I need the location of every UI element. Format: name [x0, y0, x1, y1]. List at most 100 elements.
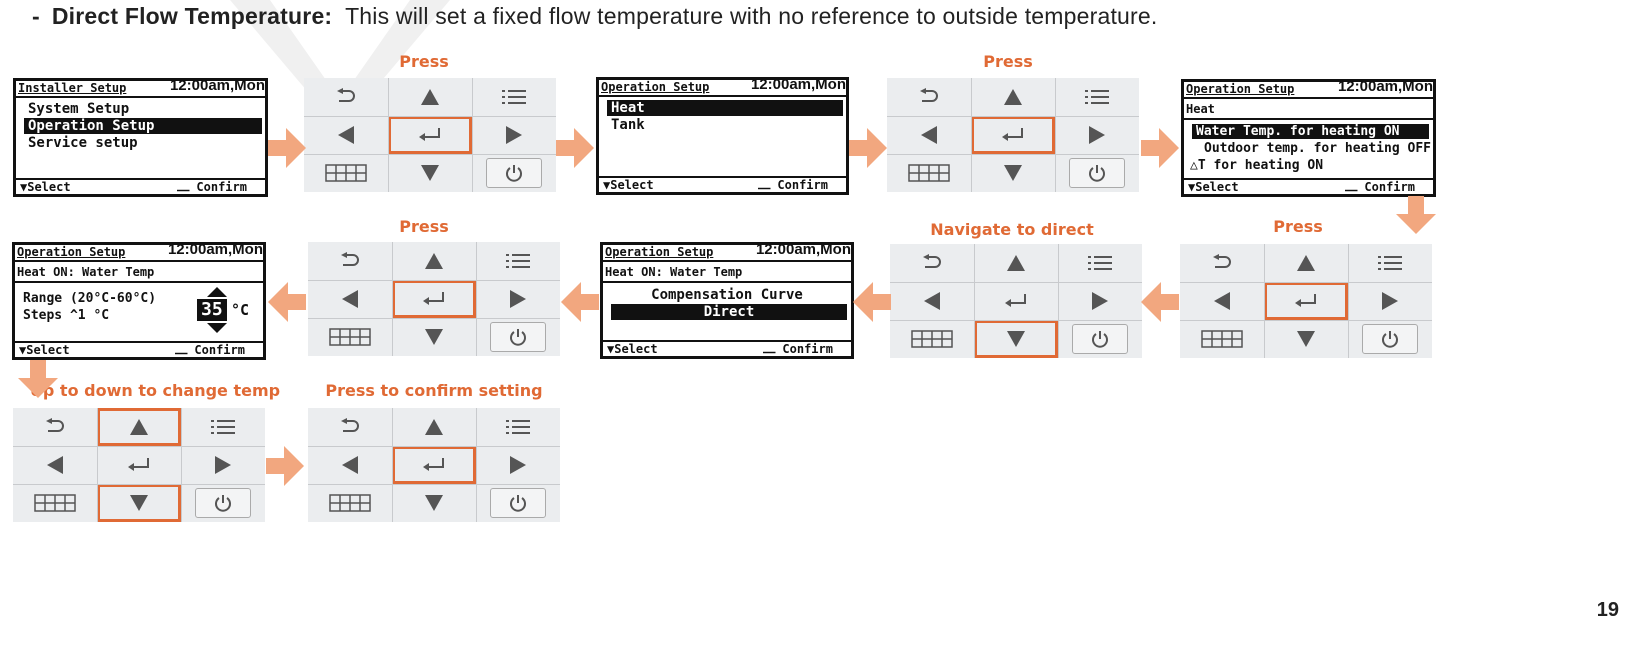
left-key[interactable]: [308, 280, 392, 318]
enter-key[interactable]: [971, 116, 1055, 154]
right-key[interactable]: [181, 446, 265, 484]
footer-select: ▼Select: [19, 343, 70, 357]
grid-key[interactable]: [13, 484, 97, 522]
back-key[interactable]: [887, 78, 971, 116]
up-key[interactable]: [97, 408, 181, 446]
menu-icon: [1378, 255, 1402, 271]
left-key[interactable]: [308, 446, 392, 484]
up-key[interactable]: [392, 242, 476, 280]
left-icon: [47, 456, 63, 474]
grid-key[interactable]: [308, 484, 392, 522]
back-key[interactable]: [304, 78, 388, 116]
power-key[interactable]: [1055, 154, 1139, 192]
power-key[interactable]: [476, 318, 560, 356]
power-key[interactable]: [476, 484, 560, 522]
label-press-3: Press: [399, 217, 449, 236]
down-key[interactable]: [392, 484, 476, 522]
enter-icon: [1002, 128, 1024, 142]
back-icon: [335, 88, 357, 106]
temperature-unit: °C: [231, 301, 250, 319]
up-icon: [425, 419, 443, 435]
screen-header: Operation Setup: [605, 245, 714, 259]
up-key[interactable]: [392, 408, 476, 446]
menu-key[interactable]: [1055, 78, 1139, 116]
label-press-4: Press: [1273, 217, 1323, 236]
back-icon: [339, 418, 361, 436]
menu-key[interactable]: [181, 408, 265, 446]
right-key[interactable]: [476, 280, 560, 318]
down-key[interactable]: [392, 318, 476, 356]
back-icon: [44, 418, 66, 436]
screen-clock: 12:00am,Mon: [750, 77, 846, 93]
screen-header: Operation Setup: [1186, 82, 1295, 96]
flow-arrow-left: [853, 282, 891, 322]
down-key[interactable]: [974, 320, 1058, 358]
heading-dash: -: [32, 3, 40, 29]
menu-key[interactable]: [476, 408, 560, 446]
right-key[interactable]: [472, 116, 556, 154]
down-key[interactable]: [1264, 320, 1348, 358]
down-key[interactable]: [388, 154, 472, 192]
grid-key[interactable]: [890, 320, 974, 358]
enter-key[interactable]: [392, 446, 476, 484]
right-key[interactable]: [1058, 282, 1142, 320]
menu-key[interactable]: [472, 78, 556, 116]
down-key[interactable]: [97, 484, 181, 522]
left-key[interactable]: [1180, 282, 1264, 320]
range-text: Range (20°C-60°C): [23, 291, 157, 306]
menu-key[interactable]: [1058, 244, 1142, 282]
grid-icon: [325, 164, 367, 182]
up-icon: [1297, 255, 1315, 271]
right-key[interactable]: [1055, 116, 1139, 154]
back-key[interactable]: [13, 408, 97, 446]
screen-header: Operation Setup: [17, 245, 126, 259]
grid-key[interactable]: [1180, 320, 1264, 358]
up-key[interactable]: [974, 244, 1058, 282]
down-key[interactable]: [971, 154, 1055, 192]
up-key[interactable]: [971, 78, 1055, 116]
footer-select: ▼Select: [607, 342, 658, 356]
grid-key[interactable]: [308, 318, 392, 356]
power-key[interactable]: [181, 484, 265, 522]
left-key[interactable]: [304, 116, 388, 154]
menu-icon: [1085, 89, 1109, 105]
up-icon: [130, 419, 148, 435]
lcd-screen-water-temp-mode: Operation Setup 12:00am,Mon Heat ON: Wat…: [600, 242, 854, 359]
back-key[interactable]: [308, 408, 392, 446]
steps-text: Steps ^1 °C: [23, 308, 110, 323]
power-icon: [195, 488, 251, 518]
back-key[interactable]: [890, 244, 974, 282]
power-icon: [1072, 324, 1128, 354]
left-key[interactable]: [13, 446, 97, 484]
up-key[interactable]: [1264, 244, 1348, 282]
enter-key[interactable]: [392, 280, 476, 318]
right-key[interactable]: [1348, 282, 1432, 320]
grid-key[interactable]: [304, 154, 388, 192]
grid-icon: [34, 494, 76, 512]
footer-select: ▼Select: [603, 178, 654, 192]
enter-key[interactable]: [97, 446, 181, 484]
flow-arrow-right: [268, 128, 306, 168]
back-key[interactable]: [1180, 244, 1264, 282]
down-icon: [425, 495, 443, 511]
up-key[interactable]: [388, 78, 472, 116]
section-heading: -Direct Flow Temperature: This will set …: [32, 3, 1158, 30]
power-icon: [486, 158, 542, 188]
power-key[interactable]: [1058, 320, 1142, 358]
grid-key[interactable]: [887, 154, 971, 192]
flow-arrow-right: [849, 128, 887, 168]
enter-key[interactable]: [1264, 282, 1348, 320]
back-key[interactable]: [308, 242, 392, 280]
menu-key[interactable]: [476, 242, 560, 280]
menu-key[interactable]: [1348, 244, 1432, 282]
left-key[interactable]: [890, 282, 974, 320]
enter-key[interactable]: [974, 282, 1058, 320]
left-key[interactable]: [887, 116, 971, 154]
enter-key[interactable]: [388, 116, 472, 154]
power-key[interactable]: [472, 154, 556, 192]
grid-icon: [908, 164, 950, 182]
lcd-screen-set-temperature: Operation Setup 12:00am,Mon Heat ON: Wat…: [12, 242, 266, 360]
power-icon: [490, 322, 546, 352]
right-key[interactable]: [476, 446, 560, 484]
power-key[interactable]: [1348, 320, 1432, 358]
